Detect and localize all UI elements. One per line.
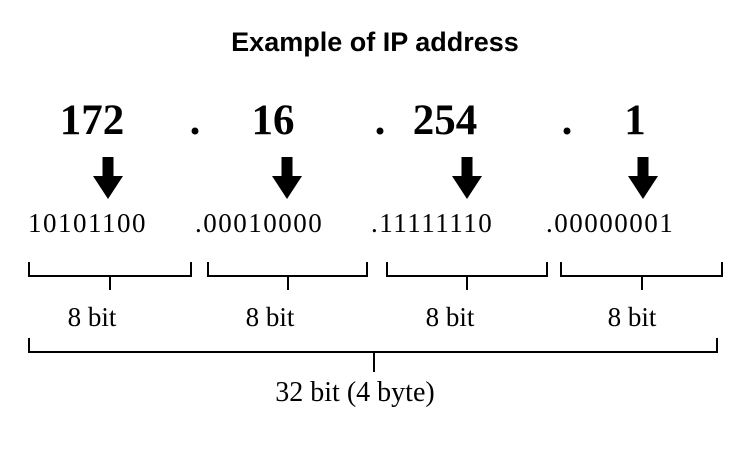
bit-count-label-2: 8 bit (245, 302, 295, 332)
ip-separator-dot: . (374, 97, 386, 144)
binary-octet-3: .11111110 (371, 208, 494, 238)
bit-count-label-3: 8 bit (425, 302, 475, 332)
binary-octet-2: .00010000 (195, 208, 324, 238)
ip-octet-2: 16 (251, 97, 295, 144)
ip-octet-3: 254 (412, 97, 478, 144)
octet-bracket-2 (207, 262, 368, 290)
down-arrow-icon (628, 157, 658, 199)
total-bits-label: 32 bit (4 byte) (275, 377, 435, 408)
bit-count-label-4: 8 bit (607, 302, 657, 332)
bracket-tick (466, 275, 468, 290)
bracket-tick (640, 275, 643, 290)
down-arrow-icon (452, 157, 482, 199)
ip-separator-dot: . (561, 97, 573, 144)
octet-bracket-3 (386, 262, 548, 290)
binary-octet-4: .00000001 (546, 208, 675, 238)
diagram-title: Example of IP address (231, 27, 519, 57)
bracket-tick (373, 351, 375, 372)
octet-bracket-1 (28, 262, 192, 290)
bracket-tick (109, 275, 111, 290)
down-arrow-icon (272, 157, 302, 199)
octet-bracket-4 (560, 262, 723, 290)
ip-separator-dot: . (189, 97, 201, 144)
down-arrow-icon (93, 157, 123, 199)
ip-octet-4: 1 (624, 97, 646, 144)
bracket-tick (286, 275, 289, 290)
bit-count-label-1: 8 bit (67, 302, 117, 332)
binary-octet-1: 10101100 (28, 208, 147, 238)
total-bits-bracket (28, 338, 718, 372)
ip-octet-1: 172 (59, 97, 125, 144)
